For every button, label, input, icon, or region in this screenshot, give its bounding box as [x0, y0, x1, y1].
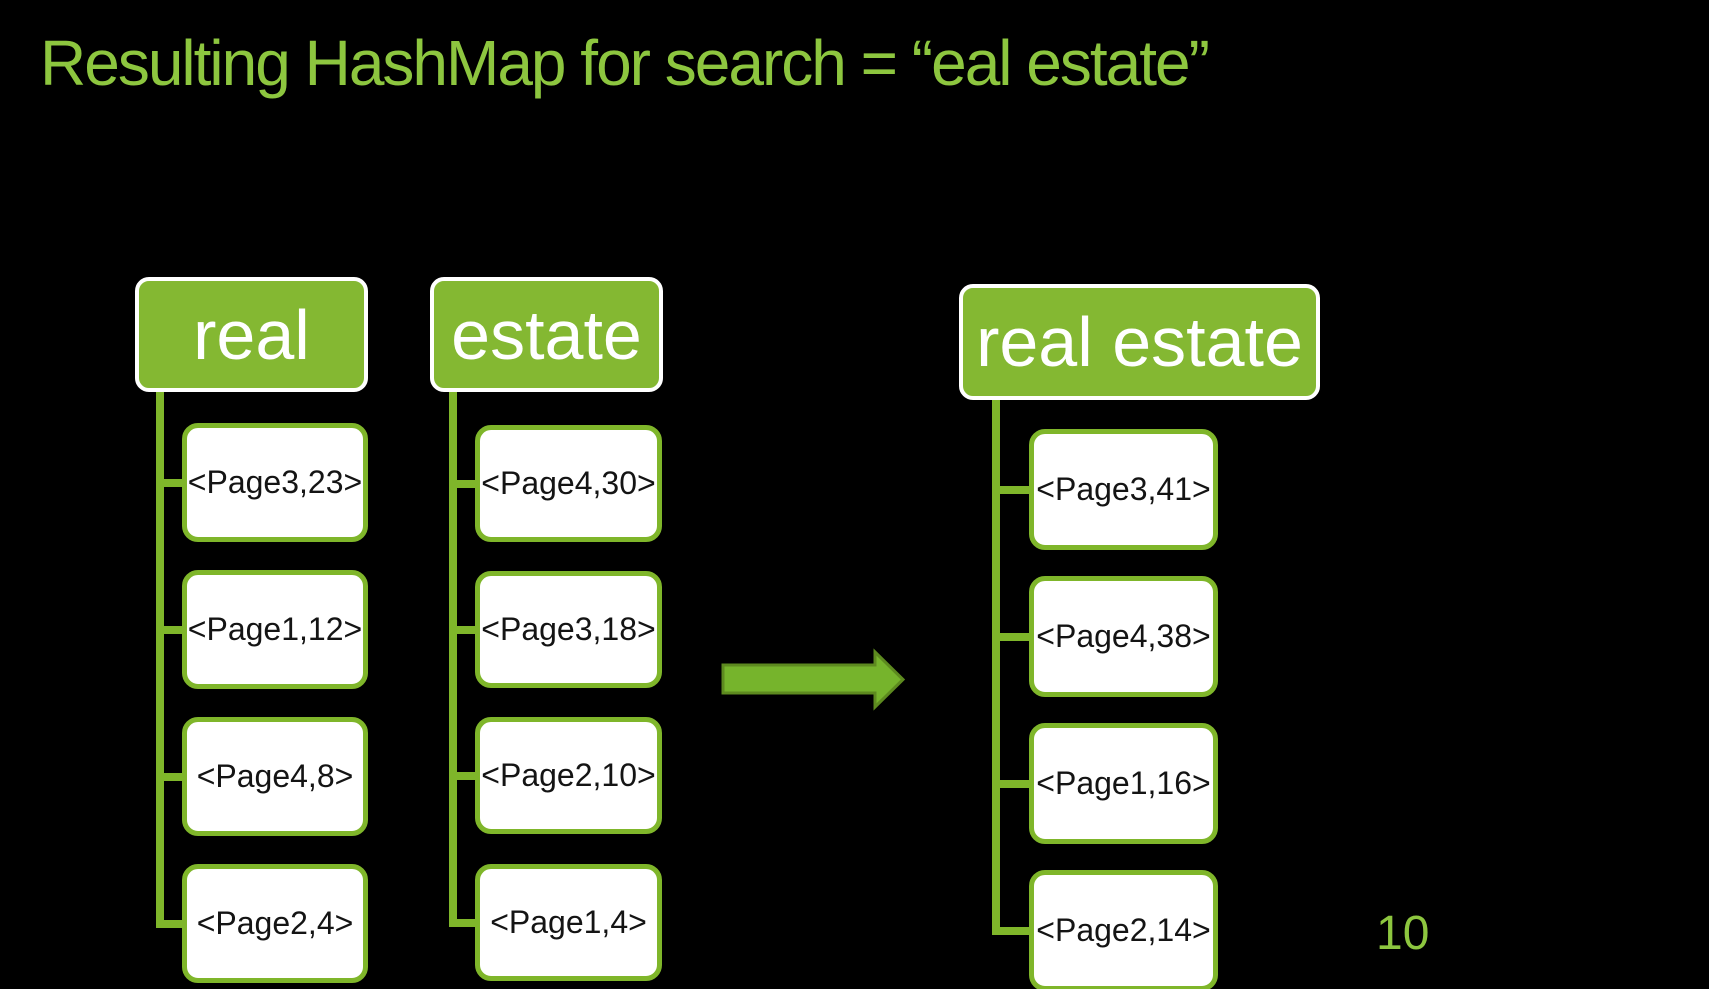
child-box-real-3: <Page2,4>: [182, 864, 368, 983]
child-box-real-2: <Page4,8>: [182, 717, 368, 836]
trunk-line-real: [156, 392, 164, 928]
trunk-line-estate: [449, 392, 457, 927]
connector-line: [156, 919, 188, 928]
child-box-estate-0: <Page4,30>: [475, 425, 662, 542]
child-box-estate-2: <Page2,10>: [475, 717, 662, 834]
header-box-real: real: [135, 277, 368, 392]
connector-line: [992, 926, 1035, 935]
child-box-real-0: <Page3,23>: [182, 423, 368, 542]
child-box-real-estate-3: <Page2,14>: [1029, 870, 1218, 989]
child-box-estate-3: <Page1,4>: [475, 864, 662, 981]
child-box-real-estate-2: <Page1,16>: [1029, 723, 1218, 844]
page-number: 10: [1376, 907, 1430, 960]
connector-line: [449, 918, 481, 927]
connector-line: [156, 478, 188, 487]
connector-line: [156, 772, 188, 781]
right-arrow-icon: [721, 648, 906, 711]
header-box-estate: estate: [430, 277, 663, 392]
child-box-real-estate-0: <Page3,41>: [1029, 429, 1218, 550]
connector-line: [156, 625, 188, 634]
trunk-line-real-estate: [992, 400, 1000, 935]
slide-title: Resulting HashMap for search = “eal esta…: [40, 27, 1210, 99]
child-box-real-estate-1: <Page4,38>: [1029, 576, 1218, 697]
child-box-real-1: <Page1,12>: [182, 570, 368, 689]
header-box-real-estate: real estate: [959, 284, 1320, 400]
connector-line: [992, 485, 1035, 494]
connector-line: [449, 625, 481, 634]
connector-line: [449, 479, 481, 488]
connector-line: [992, 632, 1035, 641]
connector-line: [449, 771, 481, 780]
child-box-estate-1: <Page3,18>: [475, 571, 662, 688]
connector-line: [992, 779, 1035, 788]
